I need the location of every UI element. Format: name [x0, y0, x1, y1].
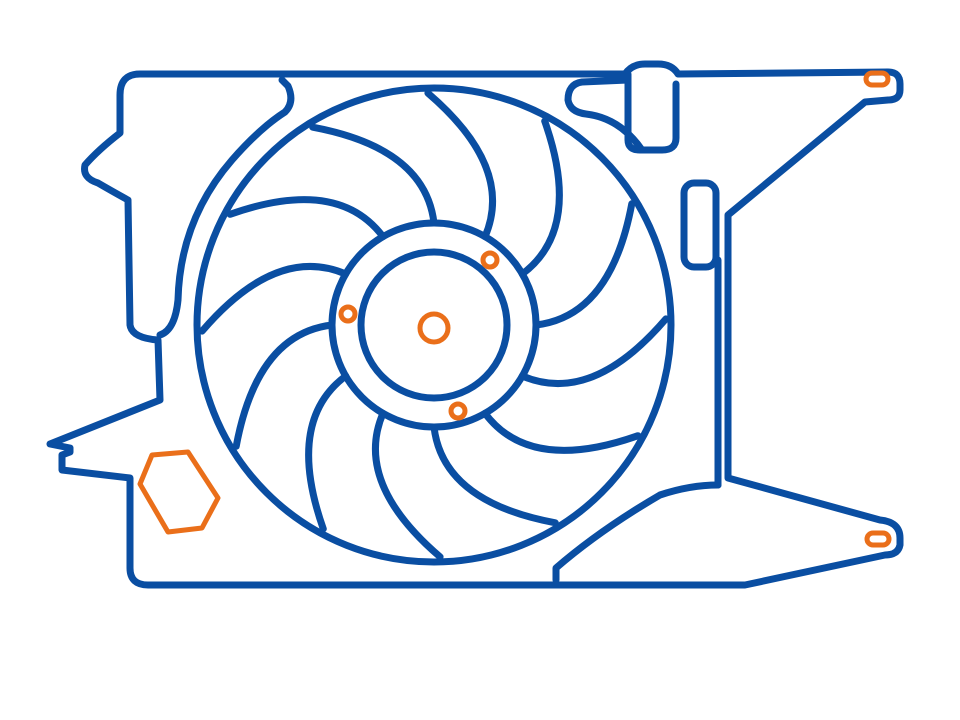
- fan-blade: [305, 372, 350, 533]
- hub-center-hole: [417, 311, 451, 345]
- connector-hexagon: [137, 449, 221, 535]
- mounting-slot-bottom: [864, 530, 892, 548]
- hub-inner-ring: [357, 248, 511, 402]
- fan-blade: [226, 196, 387, 241]
- hub-outer-ring: [328, 219, 540, 431]
- fan-blade: [309, 123, 438, 227]
- mounting-slot-top: [863, 70, 891, 88]
- shroud-outer-frame: [46, 60, 904, 589]
- fan-blade: [518, 315, 670, 387]
- fan-ring-outer: [193, 84, 675, 566]
- fan-blade: [198, 263, 350, 335]
- shroud-upper-left-pocket: [156, 76, 295, 339]
- orange-accents: [137, 70, 892, 548]
- hub-screw-hole-top: [480, 250, 500, 270]
- shroud-bottom-inner-edge: [552, 481, 722, 584]
- fan-blade: [430, 423, 559, 527]
- fan-hub: [328, 219, 540, 431]
- fan-blade: [372, 409, 444, 561]
- fan-blade: [481, 409, 642, 454]
- fan-blade: [532, 200, 636, 329]
- hub-screw-hole-bottom: [448, 401, 468, 421]
- fan-blade: [424, 89, 496, 241]
- shroud-top-bracket: [624, 70, 680, 154]
- hub-screw-hole-left: [338, 304, 358, 324]
- shroud-top-inner-curve: [564, 76, 646, 154]
- fan-shroud: [46, 60, 904, 589]
- fan-blades: [198, 89, 670, 561]
- shroud-right-slot: [680, 179, 720, 271]
- fan-blade: [518, 117, 563, 278]
- fan-blade: [232, 321, 336, 450]
